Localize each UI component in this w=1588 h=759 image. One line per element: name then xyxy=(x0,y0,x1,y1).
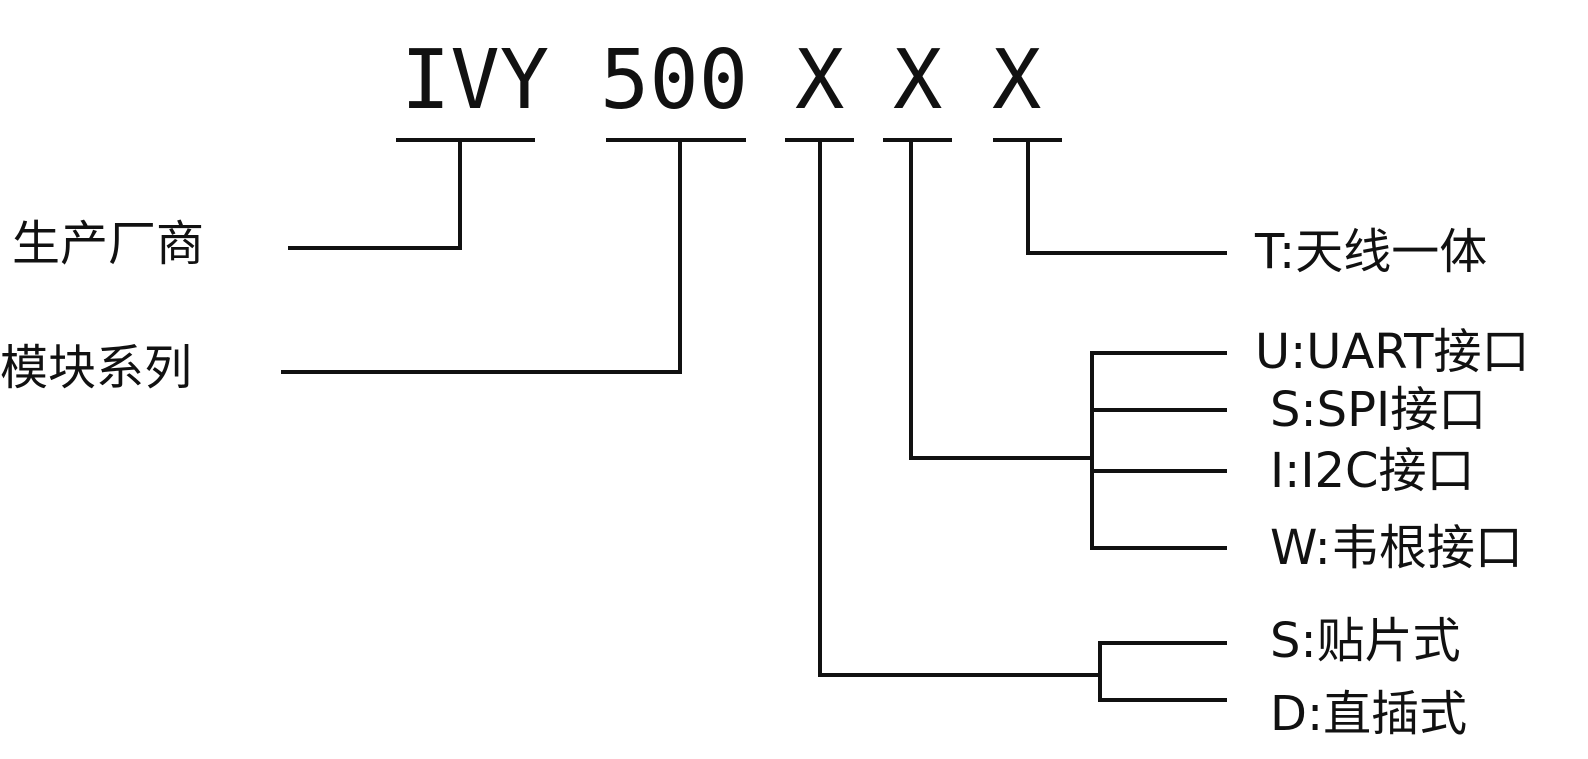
code-interface: X xyxy=(893,33,943,128)
option-package-s: S:贴片式 xyxy=(1270,613,1461,669)
connector-antenna xyxy=(1026,138,1227,255)
code-antenna: X xyxy=(992,33,1042,128)
code-series: 500 xyxy=(600,33,749,128)
option-interface-s: S:SPI接口 xyxy=(1270,382,1487,438)
label-series: 模块系列 xyxy=(0,340,193,396)
label-manufacturer: 生产厂商 xyxy=(12,216,205,272)
code-manufacturer: IVY xyxy=(401,33,550,128)
option-interface-i: I:I2C接口 xyxy=(1270,443,1475,499)
option-interface-u: U:UART接口 xyxy=(1255,324,1530,380)
connector-series xyxy=(281,138,682,374)
option-interface-w: W:韦根接口 xyxy=(1270,520,1523,576)
connector-manufacturer xyxy=(288,138,462,250)
option-package-d: D:直插式 xyxy=(1270,686,1468,742)
code-package: X xyxy=(795,33,845,128)
connector-interface xyxy=(909,138,1094,460)
connector-package xyxy=(818,138,1102,677)
option-antenna-t: T:天线一体 xyxy=(1255,224,1488,280)
